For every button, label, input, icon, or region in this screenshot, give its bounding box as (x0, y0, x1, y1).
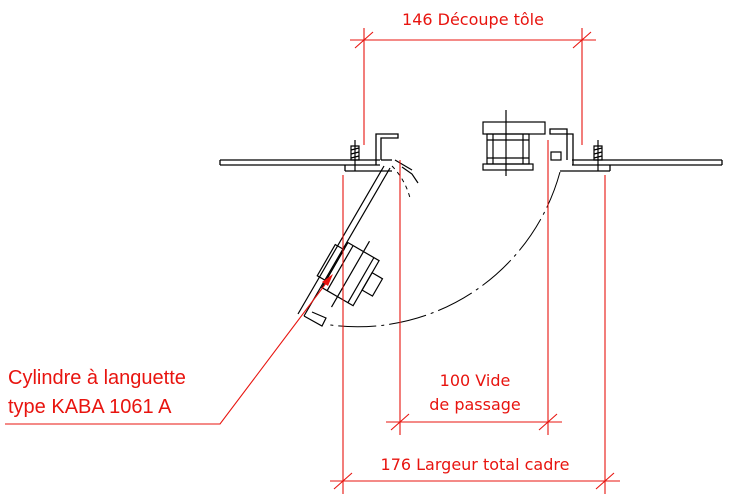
callout-label-1: Cylindre à languette (8, 367, 186, 389)
screw-left (350, 140, 360, 171)
callout-label-2: type KABA 1061 A (8, 396, 172, 418)
right-frame-profile (549, 128, 574, 165)
lock-cylinder-open (316, 240, 384, 308)
dimension-lines (5, 28, 620, 494)
leader-arrowhead (322, 274, 333, 286)
sheet-panel (219, 159, 723, 172)
dimension-middle-label-1: 100 Vide (440, 371, 511, 390)
door-swing-arc-inner (391, 165, 411, 199)
door-swing-arc (329, 171, 561, 328)
dimension-middle-label-2: de passage (429, 395, 521, 414)
left-frame-profile (375, 133, 399, 165)
dimension-top-label: 146 Découpe tôle (402, 10, 544, 29)
door-open-position (297, 159, 419, 327)
dimension-bottom-label: 176 Largeur total cadre (381, 455, 570, 474)
screw-right (593, 140, 603, 171)
lock-cylinder-closed (482, 110, 562, 176)
